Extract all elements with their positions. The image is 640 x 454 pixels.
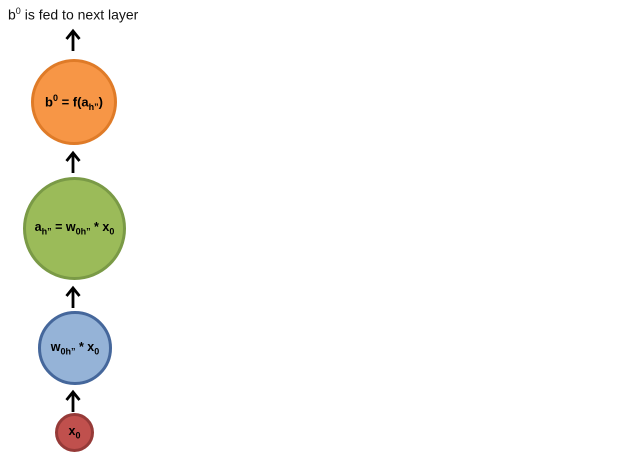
up-arrow-icon [65,389,81,412]
node-weighted-input-label: w0h” * x0 [50,339,100,357]
node-output-label: b0 = f(ah”) [44,92,104,112]
node-weighted-input: w0h” * x0 [38,311,112,385]
node-input: x0 [55,413,94,452]
title-superscript: 0 [15,6,21,16]
node-input-label: x0 [68,424,81,441]
up-arrow-icon [65,150,81,173]
title-rest: is fed to next layer [20,6,139,23]
node-activation: ah” = w0h” * x0 [23,177,126,280]
up-arrow-icon [65,285,81,308]
up-arrow-icon [65,28,81,51]
page-title: b0 is fed to next layer [8,6,138,23]
node-activation-label: ah” = w0h” * x0 [34,220,115,237]
node-output: b0 = f(ah”) [31,59,117,145]
title-base: b [8,6,16,23]
